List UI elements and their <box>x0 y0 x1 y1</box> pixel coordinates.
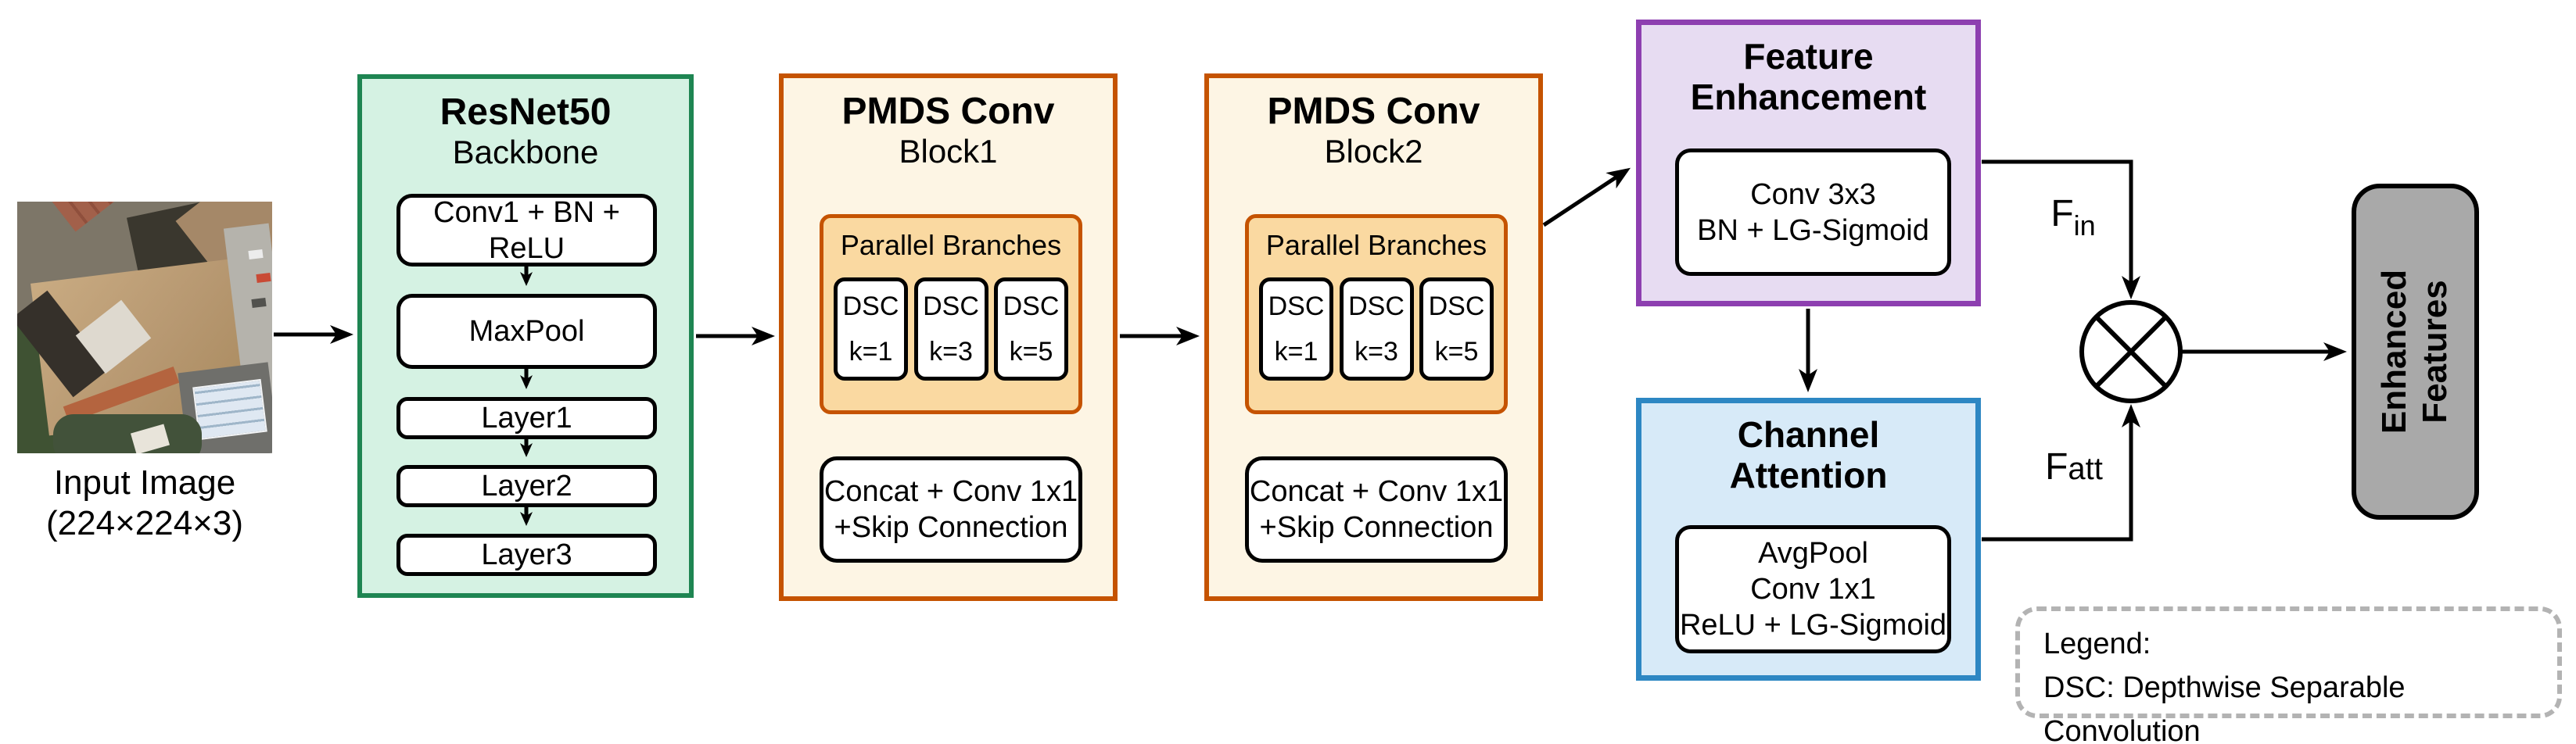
resnet-conv1-box: Conv1 + BN + ReLU <box>396 194 657 266</box>
enhanced-features-label: Enhanced Features <box>2375 270 2456 434</box>
ca-inner-line1: AvgPool <box>1758 537 1868 570</box>
concat-line1: Concat + Conv 1x1 <box>823 475 1078 508</box>
pmds1-parallel-branches: Parallel Branches DSC k=1 DSC k=3 DSC k=… <box>820 214 1082 414</box>
fin-subscript: in <box>2073 209 2096 241</box>
photo-car-dark <box>251 297 267 309</box>
input-image-caption-line1: Input Image <box>53 463 236 502</box>
dsc-label: DSC <box>842 292 899 321</box>
multiply-node <box>2079 300 2183 403</box>
resnet-layer3-box: Layer3 <box>396 534 657 576</box>
resnet-maxpool-box: MaxPool <box>396 294 657 369</box>
pmds-conv-block2: PMDS Conv Block2 Parallel Branches DSC k… <box>1204 73 1543 601</box>
pmds1-dsc-k3: DSC k=3 <box>913 277 988 381</box>
photo-trees-bottom <box>53 414 202 453</box>
dsc-label: DSC <box>1268 292 1325 321</box>
dsc-label: DSC <box>1428 292 1485 321</box>
legend-box: Legend: DSC: Depthwise Separable Convolu… <box>2015 606 2562 744</box>
dsc-label: DSC <box>1348 292 1405 321</box>
pmds2-parallel-label: Parallel Branches <box>1265 229 1487 261</box>
pmds1-dsc-row: DSC k=1 DSC k=3 DSC k=5 <box>834 277 1068 381</box>
enhanced-features-block: Enhanced Features <box>2352 184 2479 520</box>
pmds1-parallel-label: Parallel Branches <box>840 229 1062 261</box>
resnet-layer2-label: Layer2 <box>481 470 572 503</box>
output-line1: Enhanced <box>2375 269 2414 435</box>
pmds1-dsc-k5: DSC k=5 <box>994 277 1068 381</box>
ca-inner-line2: Conv 1x1 <box>1750 573 1876 606</box>
legend-entry: DSC: Depthwise Separable Convolution <box>2043 671 2406 744</box>
input-satellite-image <box>17 202 272 453</box>
dsc-kernel: k=3 <box>929 337 973 367</box>
fe-inner-line1: Conv 3x3 <box>1750 177 1876 211</box>
resnet50-title: ResNet50 <box>439 91 612 133</box>
pmds1-dsc-k1: DSC k=1 <box>834 277 908 381</box>
resnet-layer1-label: Layer1 <box>481 402 572 435</box>
pmds2-dsc-row: DSC k=1 DSC k=3 DSC k=5 <box>1259 277 1494 381</box>
input-image-caption-line2: (224×224×3) <box>46 504 243 542</box>
fe-title-line1: Feature <box>1743 36 1874 77</box>
dsc-label: DSC <box>1003 292 1060 321</box>
pmds2-title: PMDS Conv <box>1267 91 1480 132</box>
resnet50-block: ResNet50 Backbone Conv1 + BN + ReLU MaxP… <box>357 74 694 598</box>
feature-enhancement-block: Feature Enhancement Conv 3x3 BN + LG-Sig… <box>1636 20 1981 306</box>
dsc-kernel: k=3 <box>1354 337 1398 367</box>
arrow-pmds2-to-fe <box>1542 167 1631 227</box>
ca-title-line2: Attention <box>1729 455 1888 495</box>
resnet-layer2-box: Layer2 <box>396 465 657 507</box>
resnet50-subtitle: Backbone <box>452 134 599 170</box>
pmds1-concat-box: Concat + Conv 1x1 +Skip Connection <box>820 456 1082 563</box>
photo-car-white <box>248 249 264 260</box>
resnet-conv1-label: Conv1 + BN + ReLU <box>433 195 620 265</box>
photo-car-red <box>256 272 271 284</box>
concat-line1: Concat + Conv 1x1 <box>1249 475 1504 508</box>
output-line2: Features <box>2416 280 2455 424</box>
pmds2-dsc-k3: DSC k=3 <box>1339 277 1414 381</box>
pmds-conv-block1: PMDS Conv Block1 Parallel Branches DSC k… <box>779 73 1118 601</box>
pmds2-dsc-k5: DSC k=5 <box>1419 277 1494 381</box>
resnet-maxpool-label: MaxPool <box>468 315 585 348</box>
dsc-kernel: k=1 <box>1274 337 1318 367</box>
pmds2-subtitle: Block2 <box>1324 133 1423 170</box>
resnet-layer1-box: Layer1 <box>396 397 657 439</box>
resnet-layer3-label: Layer3 <box>481 538 572 571</box>
fatt-subscript: att <box>2068 452 2103 486</box>
dsc-kernel: k=5 <box>1009 337 1053 367</box>
fe-inner-line2: BN + LG-Sigmoid <box>1697 213 1929 247</box>
concat-line2: +Skip Connection <box>834 511 1068 544</box>
pmds1-subtitle: Block1 <box>899 133 998 170</box>
fin-base: F <box>2050 193 2074 234</box>
legend-title: Legend: <box>2043 628 2151 660</box>
fe-title-line2: Enhancement <box>1690 77 1927 117</box>
dsc-kernel: k=1 <box>849 337 893 367</box>
pmds2-parallel-branches: Parallel Branches DSC k=1 DSC k=3 DSC k=… <box>1245 214 1508 414</box>
dsc-label: DSC <box>923 292 979 321</box>
fatt-base: F <box>2045 446 2068 488</box>
pmds2-dsc-k1: DSC k=1 <box>1259 277 1333 381</box>
pmds1-title: PMDS Conv <box>841 91 1055 132</box>
concat-line2: +Skip Connection <box>1259 511 1494 544</box>
fe-inner-box: Conv 3x3 BN + LG-Sigmoid <box>1675 148 1951 276</box>
input-image-caption: Input Image (224×224×3) <box>4 463 285 544</box>
ca-inner-line3: ReLU + LG-Sigmoid <box>1679 609 1947 642</box>
dsc-kernel: k=5 <box>1434 337 1479 367</box>
photo-solar-panels <box>192 378 267 441</box>
channel-attention-block: Channel Attention AvgPool Conv 1x1 ReLU … <box>1636 398 1981 681</box>
ca-title-line1: Channel <box>1737 414 1880 455</box>
fin-label: Fin <box>2030 192 2116 242</box>
fatt-label: Fatt <box>2027 445 2121 488</box>
ca-inner-box: AvgPool Conv 1x1 ReLU + LG-Sigmoid <box>1675 525 1951 653</box>
pmds2-concat-box: Concat + Conv 1x1 +Skip Connection <box>1245 456 1508 563</box>
